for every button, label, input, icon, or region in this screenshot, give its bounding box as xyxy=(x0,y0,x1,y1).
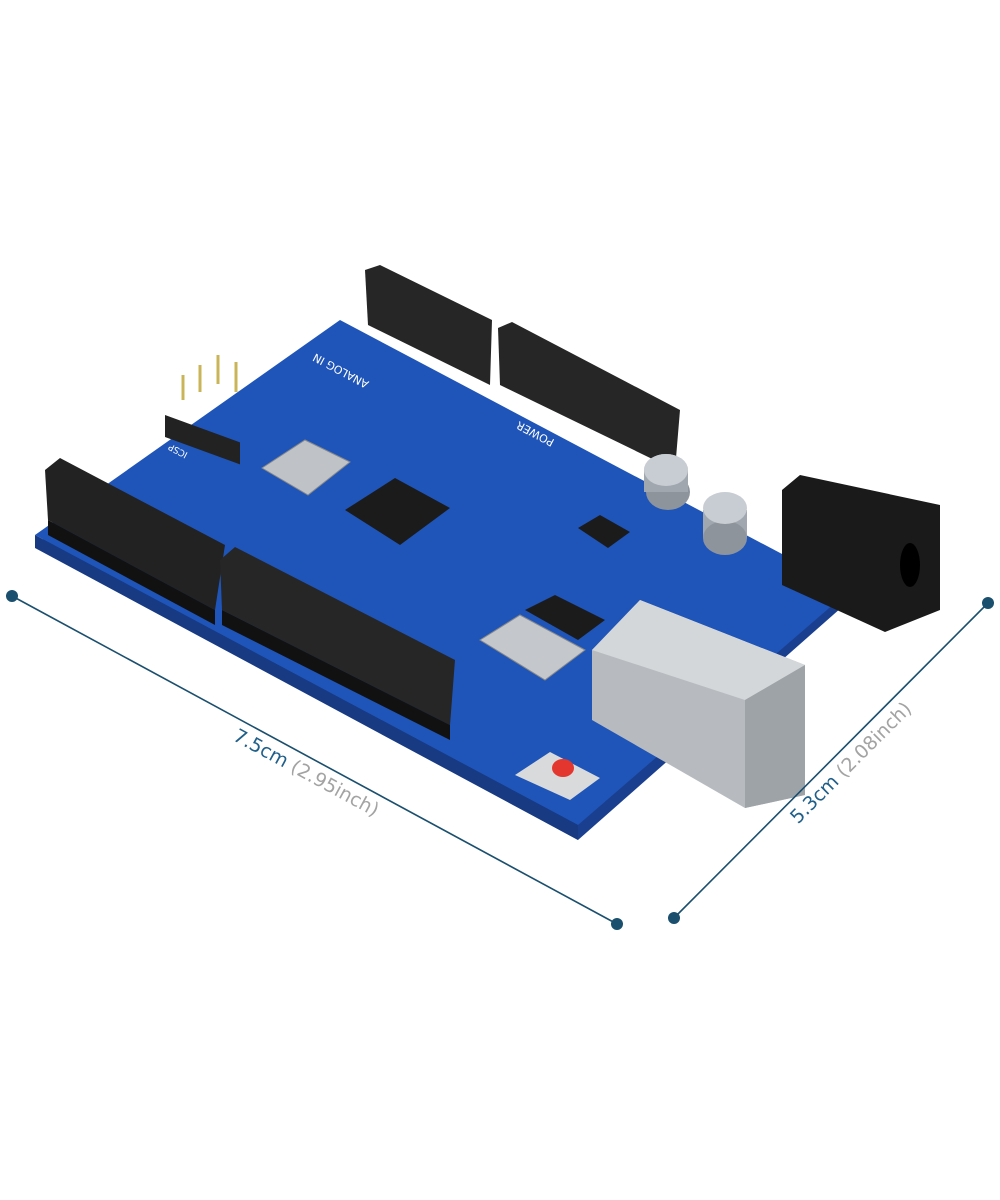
pin-header-power xyxy=(498,322,680,470)
reset-button xyxy=(515,752,600,800)
icsp-pins xyxy=(165,355,240,465)
crystal-oscillator-2 xyxy=(479,614,586,681)
pin-header-analog xyxy=(365,265,492,385)
pin-header-left xyxy=(45,458,225,625)
crystal-oscillator xyxy=(261,439,351,496)
length-dimension-line xyxy=(6,590,623,930)
capacitor-2 xyxy=(703,492,747,555)
microcontroller-chip xyxy=(345,478,450,545)
capacitor xyxy=(644,454,690,510)
regulator-chip xyxy=(578,515,630,548)
width-dimension-line xyxy=(668,597,994,924)
pin-header-bottom xyxy=(220,547,455,740)
usb-chip xyxy=(525,595,605,640)
usb-b-port xyxy=(592,600,805,808)
dc-power-jack xyxy=(782,475,940,632)
